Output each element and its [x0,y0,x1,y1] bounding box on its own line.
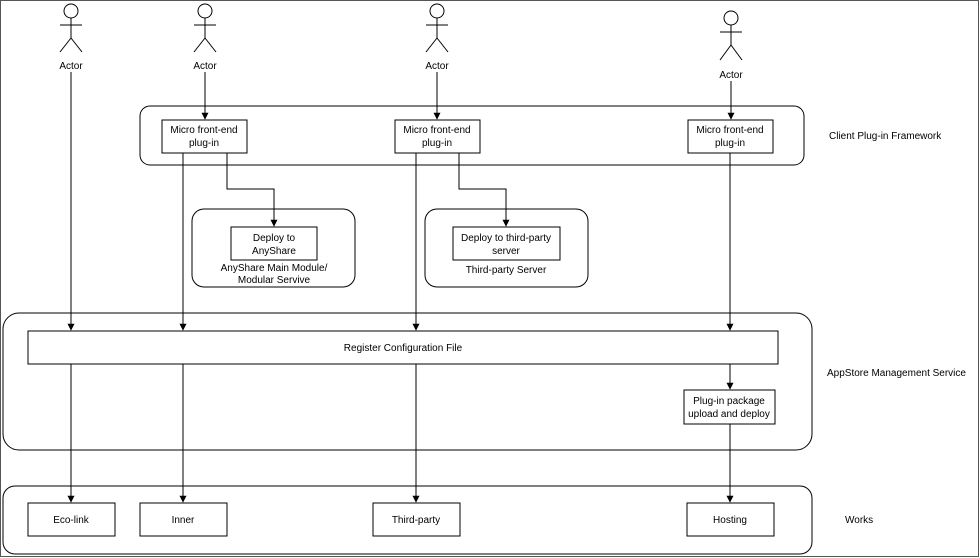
edge-plugin2-to-deploy-third [458,153,510,227]
register-config-box: Register Configuration File [27,330,779,365]
plugin-label-line1: Micro front-end [170,125,237,136]
deploy-third-party-box: Deploy to third-party server [452,226,561,261]
works-label: Hosting [713,515,747,526]
plugin-label-line2: plug-in [189,138,219,149]
works-label: Eco-link [53,515,90,526]
works-layer-label: Works [845,515,873,526]
works-label: Third-party [392,515,440,526]
register-config-label: Register Configuration File [344,343,463,354]
third-party-group-label: Third-party Server [466,265,547,276]
actor-label: Actor [59,61,83,72]
plugin-box-2: Micro front-end plug-in [394,119,481,154]
anyshare-group-label-line2: Modular Servive [238,275,311,286]
appstore-layer-label: AppStore Management Service [827,368,966,379]
actor-2: Actor [193,3,217,72]
works-inner-box: Inner [139,502,228,537]
actor-4: Actor [719,10,743,81]
works-hosting-box: Hosting [686,502,775,537]
actor-label: Actor [193,61,217,72]
actor-label: Actor [425,61,449,72]
plugin-box-1: Micro front-end plug-in [161,119,248,154]
actor-label: Actor [719,70,743,81]
works-eco-link-box: Eco-link [27,502,116,537]
deploy-anyshare-line1: Deploy to [253,233,296,244]
deploy-third-line2: server [492,246,520,257]
plugin-label-line2: plug-in [422,138,452,149]
actor-1: Actor [59,3,83,72]
deploy-anyshare-box: Deploy to AnyShare [230,226,318,261]
works-label: Inner [172,515,195,526]
plugin-package-line2: upload and deploy [688,409,770,420]
plugin-package-line1: Plug-in package [693,396,765,407]
deploy-anyshare-line2: AnyShare [252,246,296,257]
anyshare-group-label-line1: AnyShare Main Module/ [221,263,328,274]
plugin-label-line1: Micro front-end [696,125,763,136]
actor-3: Actor [425,3,449,72]
plugin-package-box: Plug-in package upload and deploy [683,389,776,425]
works-third-party-box: Third-party [372,502,461,537]
plugin-box-3: Micro front-end plug-in [687,119,774,154]
edge-plugin1-to-deploy-anyshare [226,153,278,227]
plugin-label-line1: Micro front-end [403,125,470,136]
client-layer-label: Client Plug-in Framework [829,131,942,142]
deploy-third-line1: Deploy to third-party [461,233,551,244]
plugin-label-line2: plug-in [715,138,745,149]
